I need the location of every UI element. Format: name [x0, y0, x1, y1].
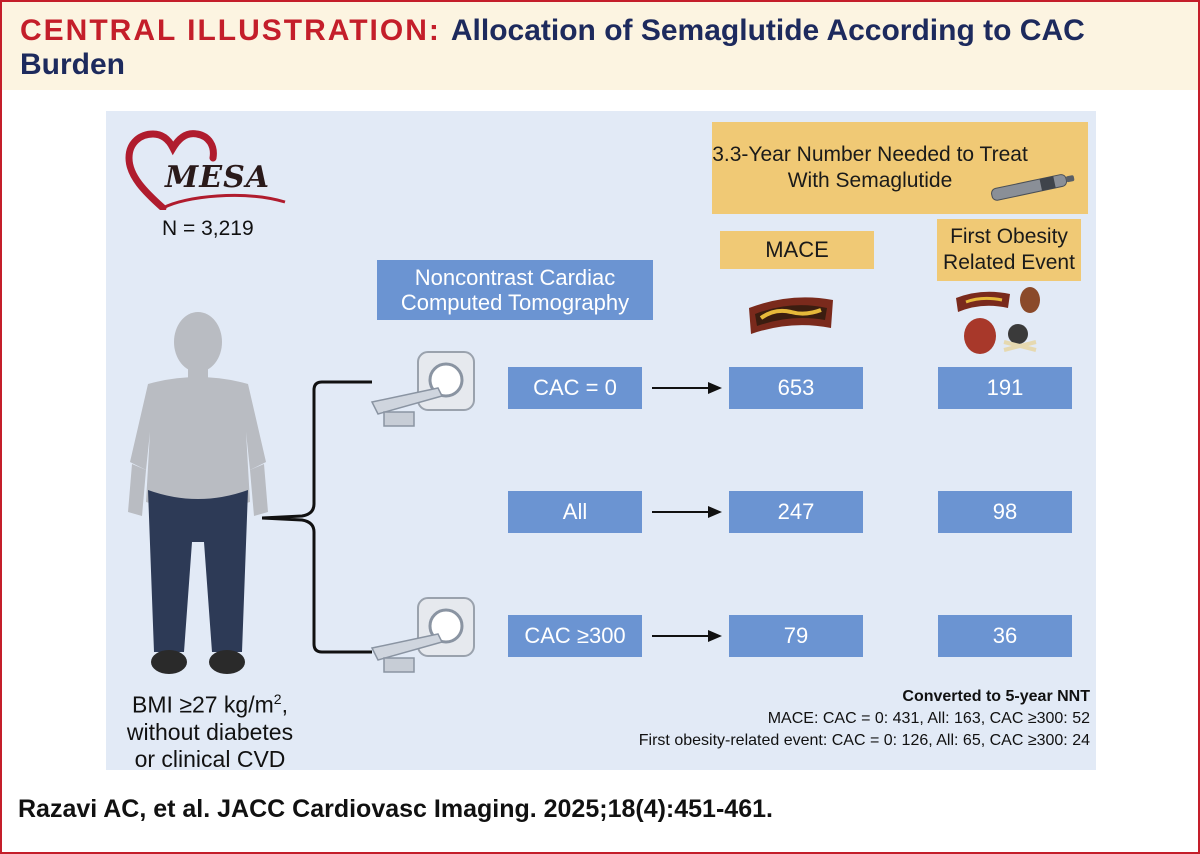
bracket-icon [262, 380, 372, 654]
row-label-cac-300: CAC ≥300 [508, 615, 642, 657]
arrow-right-icon [652, 630, 722, 642]
sample-size: N = 3,219 [162, 217, 254, 240]
conversion-notes: Converted to 5-year NNT MACE: CAC = 0: 4… [639, 686, 1090, 752]
row-label-all: All [508, 491, 642, 533]
nnt-header-line-2: With Semaglutide [787, 169, 953, 192]
criteria-line-2: without diabetes [126, 718, 294, 745]
arrow-right-icon [652, 506, 722, 518]
notes-line-1: MACE: CAC = 0: 431, All: 163, CAC ≥300: … [767, 710, 1090, 727]
criteria-bmi-exponent: 2 [273, 691, 282, 707]
imaging-header: Noncontrast Cardiac Computed Tomography [377, 260, 653, 320]
person-icon [128, 312, 268, 674]
organs-icon [956, 287, 1040, 354]
mesa-logo-text: MESA [165, 160, 271, 195]
row-label-cac-0: CAC = 0 [508, 367, 642, 409]
mace-column-header: MACE [720, 231, 874, 269]
figure-header: CENTRAL ILLUSTRATION:Allocation of Semag… [2, 2, 1198, 90]
criteria-line-1: BMI ≥27 kg/m2, [92, 686, 328, 719]
artery-icon [749, 297, 833, 334]
nnt-obesity-cac-300: 36 [938, 615, 1072, 657]
nnt-mace-cac-0: 653 [729, 367, 863, 409]
citation: Razavi AC, et al. JACC Cardiovasc Imagin… [18, 795, 773, 823]
notes-line-2: First obesity-related event: CAC = 0: 12… [638, 732, 1090, 749]
nnt-header-text: 3.3-Year Number Needed to Treat With Sem… [712, 142, 1028, 194]
obesity-column-header: First Obesity Related Event [937, 219, 1081, 281]
nnt-obesity-cac-0: 191 [938, 367, 1072, 409]
heart-logo-icon [125, 130, 286, 210]
injection-pen-icon [991, 174, 1075, 201]
criteria-line-3: or clinical CVD [134, 745, 286, 772]
figure-title: CENTRAL ILLUSTRATION:Allocation of Semag… [20, 14, 1170, 82]
nnt-obesity-all: 98 [938, 491, 1072, 533]
inclusion-criteria: BMI ≥27 kg/m2, without diabetes or clini… [92, 686, 328, 773]
ct-scanner-icon [370, 597, 475, 673]
nnt-header-line-1: 3.3-Year Number Needed to Treat [712, 143, 1028, 166]
criteria-bmi: BMI ≥27 kg/m [132, 691, 274, 718]
title-text: Allocation of Semaglutide According to C… [20, 14, 1085, 81]
nnt-mace-all: 247 [729, 491, 863, 533]
illustration-panel [106, 111, 1096, 770]
title-lead: CENTRAL ILLUSTRATION: [20, 14, 441, 47]
arrow-right-icon [652, 382, 722, 394]
nnt-mace-cac-300: 79 [729, 615, 863, 657]
notes-title: Converted to 5-year NNT [902, 688, 1090, 705]
criteria-comma: , [281, 691, 288, 718]
ct-scanner-icon [370, 351, 475, 427]
nnt-header: 3.3-Year Number Needed to Treat With Sem… [712, 122, 1088, 214]
